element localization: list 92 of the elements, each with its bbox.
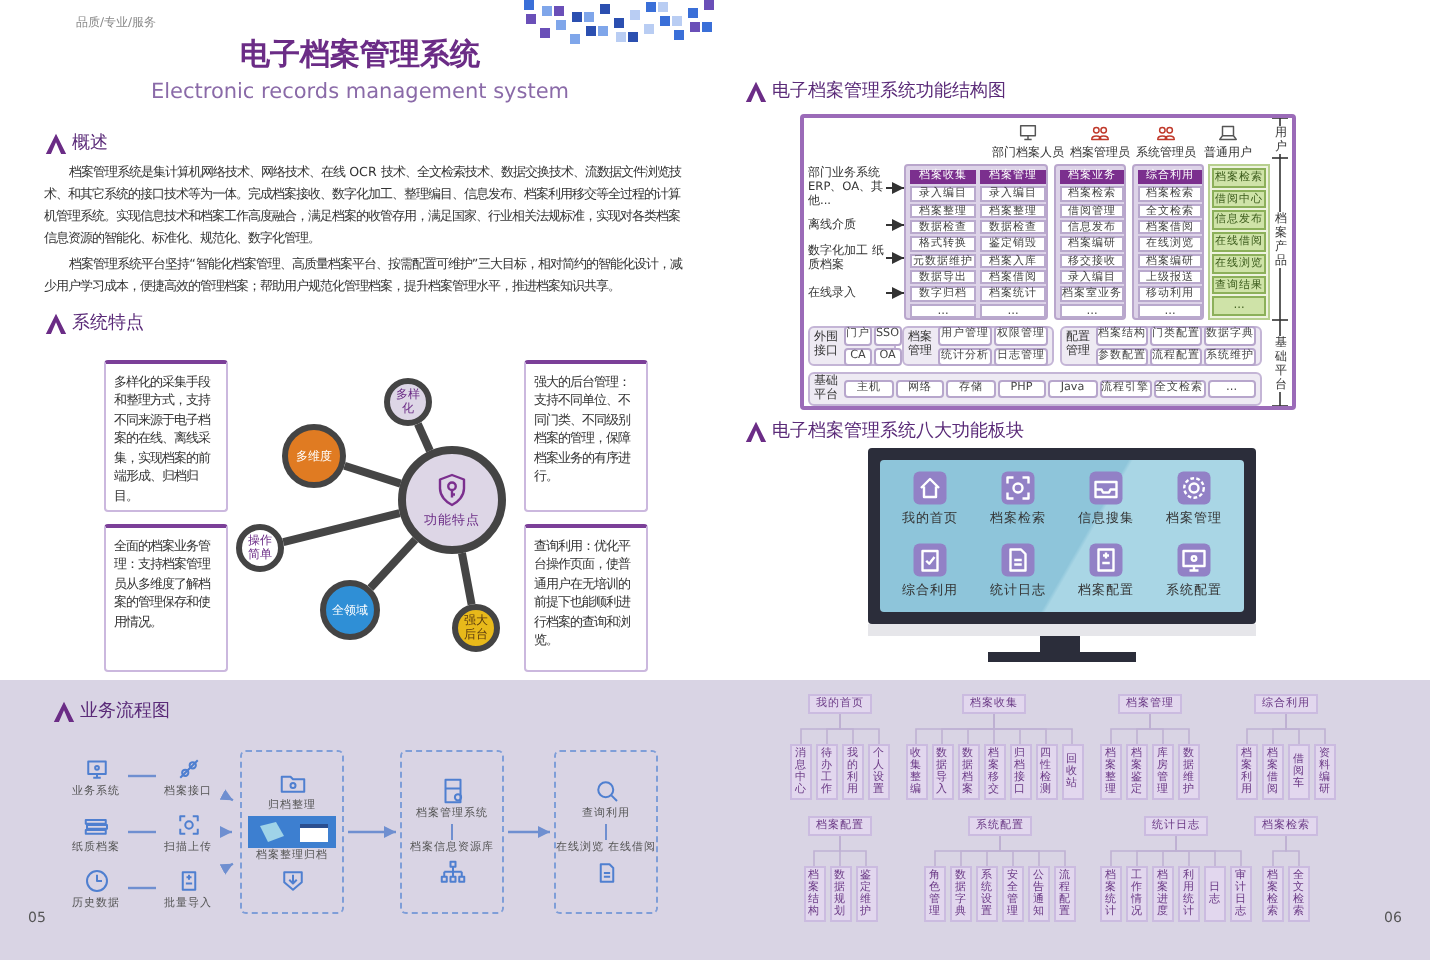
connector-line bbox=[458, 552, 476, 606]
section-heading: 业务流程图 bbox=[80, 699, 170, 724]
monitor-screen bbox=[880, 460, 1244, 612]
function-box bbox=[842, 744, 864, 800]
function-box bbox=[1236, 744, 1258, 800]
function-box bbox=[957, 744, 979, 800]
feature-circle bbox=[384, 378, 432, 426]
function-box bbox=[983, 744, 1005, 800]
function-box bbox=[868, 744, 890, 800]
process-box bbox=[240, 750, 344, 914]
function-box bbox=[1152, 866, 1174, 922]
feature-card bbox=[104, 524, 228, 672]
function-box bbox=[1002, 866, 1024, 922]
function-box bbox=[1288, 744, 1310, 800]
section-heading: 系统特点 bbox=[72, 311, 144, 336]
platform-row bbox=[808, 326, 896, 366]
function-box bbox=[1204, 866, 1226, 922]
function-box bbox=[976, 866, 998, 922]
function-box bbox=[1126, 744, 1148, 800]
structure-frame bbox=[800, 114, 1296, 410]
function-box bbox=[905, 744, 927, 800]
tree-line bbox=[1285, 835, 1300, 867]
function-box bbox=[829, 866, 851, 922]
process-box bbox=[554, 750, 658, 914]
function-box bbox=[1126, 866, 1148, 922]
arrow bbox=[220, 826, 232, 838]
category-box bbox=[1254, 694, 1318, 714]
function-box bbox=[1035, 744, 1057, 800]
function-box bbox=[1009, 744, 1031, 800]
section-heading: 概述 bbox=[72, 131, 108, 156]
connector-line bbox=[128, 774, 156, 778]
function-box bbox=[1100, 744, 1122, 800]
section-heading: 电子档案管理系统功能结构图 bbox=[772, 78, 1006, 104]
arrow bbox=[508, 826, 550, 838]
hub-circle bbox=[398, 446, 506, 554]
function-box bbox=[1178, 744, 1200, 800]
platform-row bbox=[902, 326, 1054, 366]
arrow bbox=[885, 219, 905, 231]
arrow bbox=[885, 182, 905, 194]
function-box bbox=[790, 744, 812, 800]
arrow bbox=[885, 252, 905, 264]
function-box bbox=[855, 866, 877, 922]
function-box bbox=[1314, 744, 1336, 800]
category-box bbox=[808, 816, 872, 836]
connector-line bbox=[282, 509, 401, 547]
function-box bbox=[1061, 744, 1083, 800]
function-box bbox=[1152, 744, 1174, 800]
category-box bbox=[968, 816, 1032, 836]
function-box bbox=[803, 866, 825, 922]
feature-circle bbox=[236, 524, 284, 572]
function-box bbox=[816, 744, 838, 800]
column-panel bbox=[1132, 164, 1204, 320]
feature-circle bbox=[320, 580, 380, 640]
function-box bbox=[1054, 866, 1076, 922]
function-box bbox=[950, 866, 972, 922]
page-title: 电子档案管理系统 bbox=[238, 36, 482, 74]
arrow bbox=[348, 826, 396, 838]
page-subtitle: Electronic records management system bbox=[148, 80, 572, 104]
feature-card bbox=[524, 360, 648, 512]
category-box bbox=[1144, 816, 1208, 836]
function-box bbox=[1262, 744, 1284, 800]
section-heading: 电子档案管理系统八大功能板块 bbox=[772, 418, 1024, 444]
function-box bbox=[1100, 866, 1122, 922]
category-box bbox=[1118, 694, 1182, 714]
function-box bbox=[1262, 866, 1284, 922]
process-box bbox=[400, 750, 504, 914]
connector-line bbox=[128, 886, 156, 890]
column-panel bbox=[904, 164, 1048, 320]
function-box bbox=[1230, 866, 1252, 922]
function-box bbox=[924, 866, 946, 922]
platform-row bbox=[808, 372, 1262, 406]
connector-line bbox=[343, 461, 402, 488]
category-box bbox=[808, 694, 872, 714]
arrow bbox=[219, 789, 234, 802]
connector-line bbox=[128, 830, 156, 834]
product-column bbox=[1208, 164, 1270, 320]
arrow bbox=[219, 862, 234, 875]
connector-line bbox=[367, 536, 419, 591]
platform-row bbox=[1060, 326, 1262, 366]
arrow bbox=[885, 287, 905, 299]
feature-circle bbox=[282, 424, 346, 488]
category-box bbox=[1254, 816, 1318, 836]
function-box bbox=[1288, 866, 1310, 922]
function-box bbox=[931, 744, 953, 800]
function-box bbox=[1028, 866, 1050, 922]
feature-card bbox=[104, 360, 228, 512]
feature-card bbox=[524, 524, 648, 672]
column-panel bbox=[1054, 164, 1126, 320]
function-box bbox=[1178, 866, 1200, 922]
feature-circle bbox=[452, 604, 500, 652]
category-box bbox=[962, 694, 1026, 714]
connector-line bbox=[414, 422, 434, 453]
